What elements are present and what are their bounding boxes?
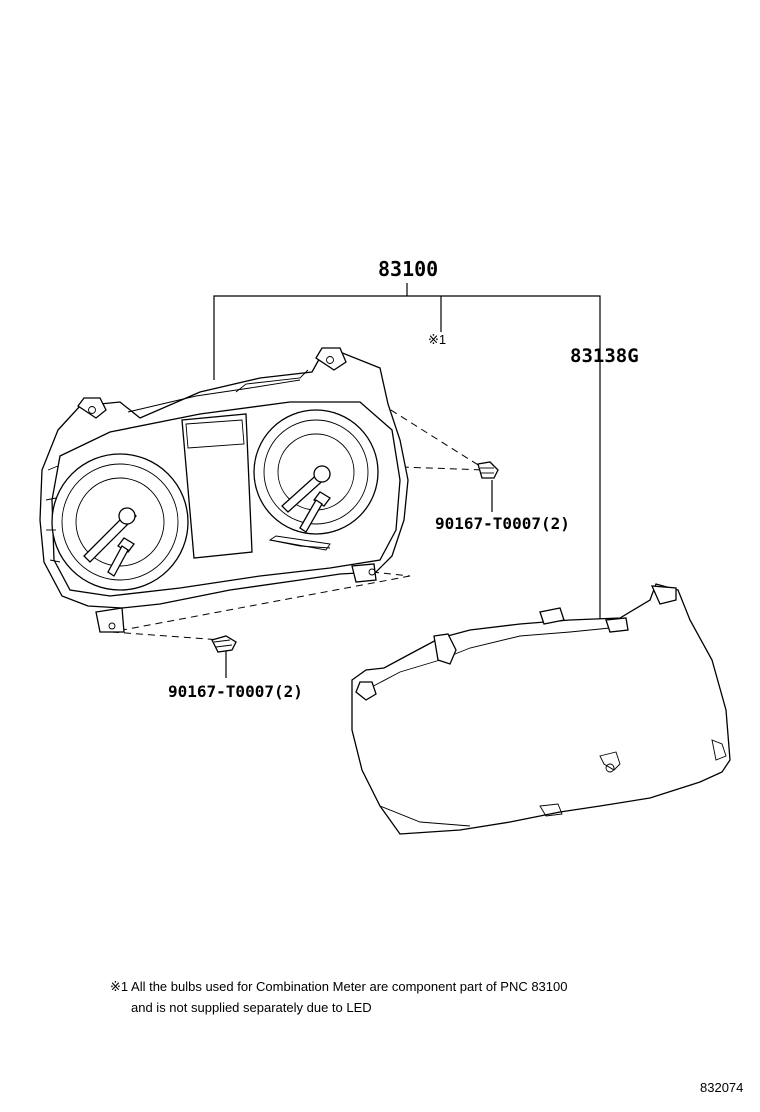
footnote-line-1: ※1 All the bulbs used for Combination Me… — [110, 979, 567, 994]
note-mark: ※1 — [428, 332, 446, 347]
label-83138g: 83138G — [570, 345, 639, 367]
meter-cover — [351, 583, 731, 835]
label-screw-right: 90167-T0007(2) — [435, 514, 570, 533]
label-83100: 83100 — [378, 257, 438, 281]
leader-lines — [213, 283, 601, 678]
screw-left — [211, 635, 237, 653]
diagram-id: 832074 — [700, 1080, 743, 1095]
screw-right — [477, 461, 499, 479]
label-screw-left: 90167-T0007(2) — [168, 682, 303, 701]
combination-meter-assembly — [39, 347, 409, 633]
footnote-line-2: and is not supplied separately due to LE… — [131, 1000, 372, 1015]
